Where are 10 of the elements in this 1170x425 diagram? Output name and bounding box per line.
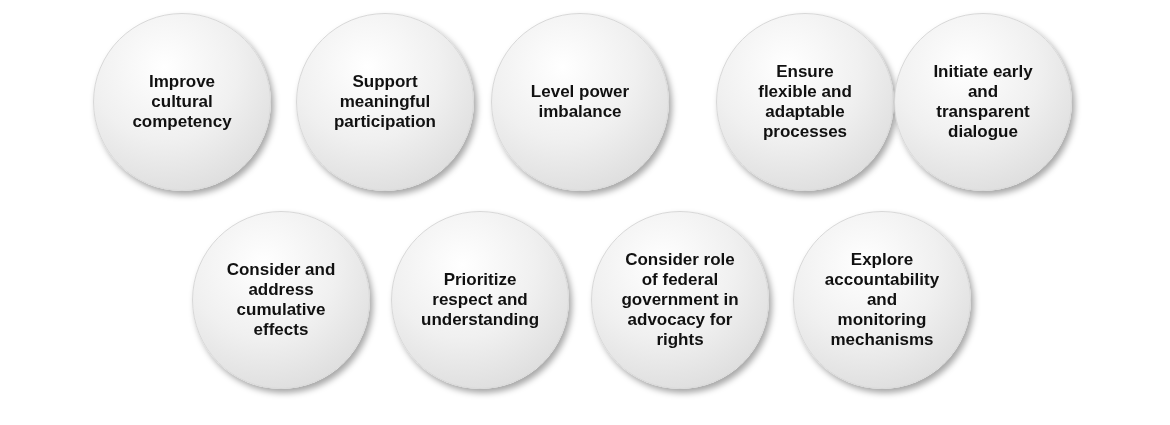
principle-text: Level power imbalance (529, 82, 631, 122)
principle-text: Prioritize respect and understanding (421, 270, 539, 330)
principle-text: Ensure flexible and adaptable processes (757, 62, 853, 142)
principle-text: Consider role of federal government in advocacy for rights (621, 250, 739, 350)
principle-circle (894, 13, 1072, 191)
principle-text: Support meaningful participation (333, 72, 437, 132)
principle-text: Consider and address cumulative effects (225, 260, 337, 340)
principle-text: Initiate early and transparent dialogue (932, 62, 1034, 142)
principle-text: Improve cultural competency (131, 72, 233, 132)
principle-text: Explore accountability and monitoring mechanisms (823, 250, 941, 350)
